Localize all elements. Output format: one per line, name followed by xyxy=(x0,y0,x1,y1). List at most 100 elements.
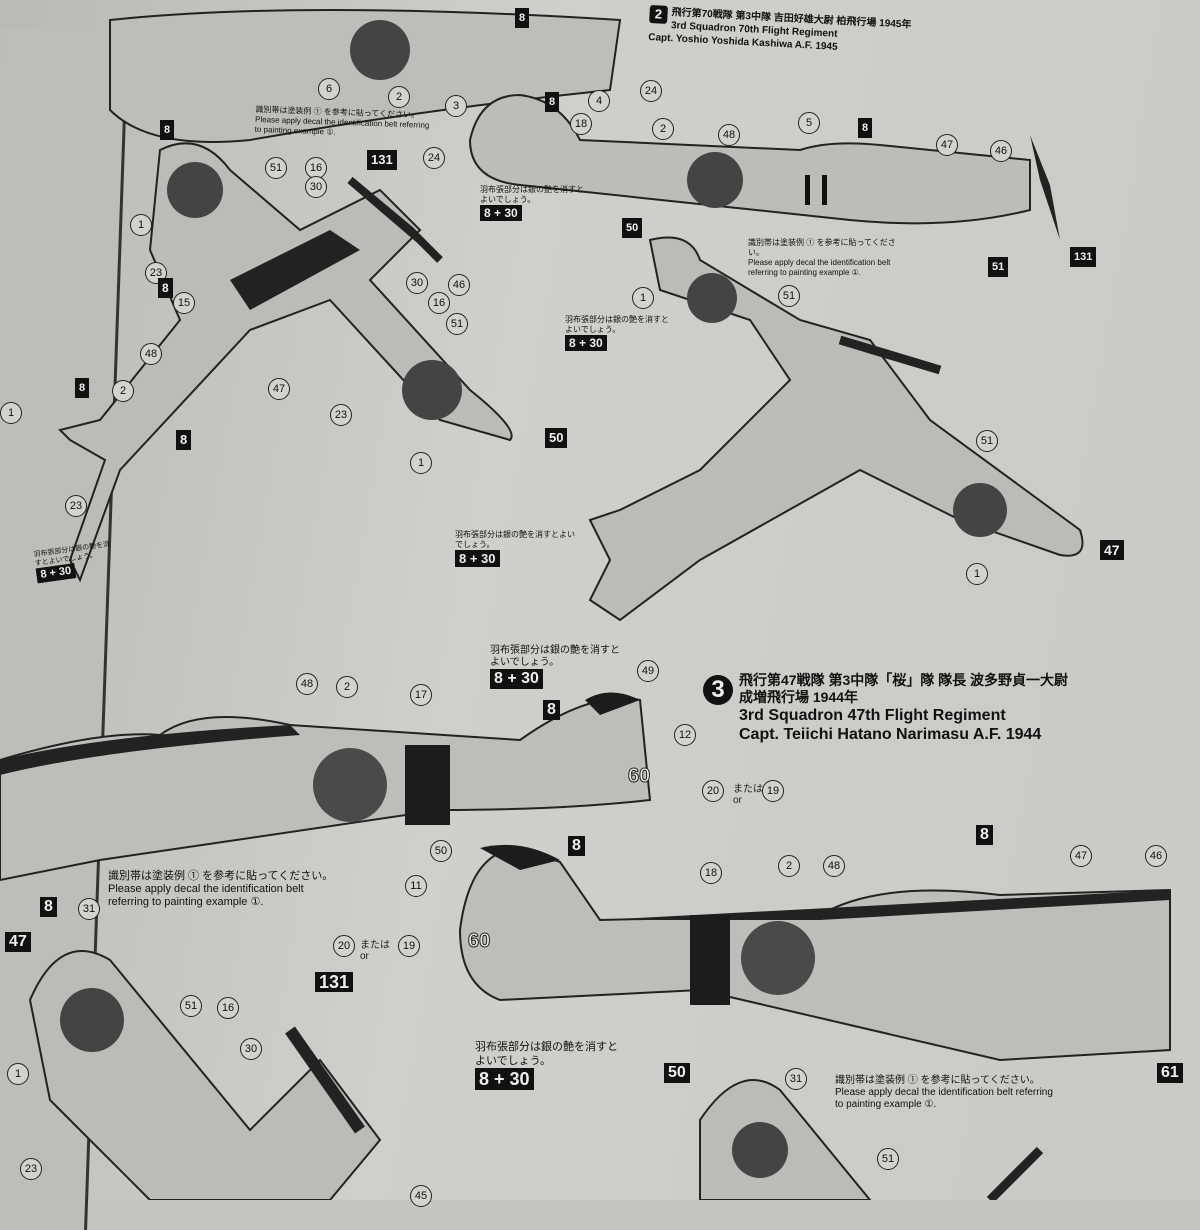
fabric-note-jp: 羽布張部分は銀の艶を消すとよいでしょう。 xyxy=(490,645,620,668)
or-en: or xyxy=(733,795,742,806)
decal-number: 47 xyxy=(5,932,31,952)
aircraft-drawings xyxy=(0,9,1171,1200)
scheme-subtitle-en: Capt. Teiichi Hatano Narimasu A.F. 1944 xyxy=(739,726,1042,743)
identification-belt xyxy=(405,745,450,825)
decal-number: 50 xyxy=(545,428,568,448)
hinomaru xyxy=(167,162,223,218)
part-callout: 49 xyxy=(637,660,659,682)
part-callout: 51 xyxy=(265,157,287,179)
part-callout: 51 xyxy=(180,995,202,1017)
decal-number: 8 xyxy=(545,92,560,112)
decal-number: 8 xyxy=(858,118,873,138)
part-callout: 20 xyxy=(702,780,724,802)
fabric-note-jp: 羽布張部分は銀の艶を消すとよいでしょう。 xyxy=(480,185,584,204)
propeller xyxy=(838,335,942,375)
decal-number: 8 xyxy=(160,120,175,140)
decal-number: 131 xyxy=(315,972,354,992)
belt-note-jp: 識別帯は塗装例 ① を参考に貼ってください。 xyxy=(835,1075,1040,1086)
part-callout: 2 xyxy=(336,676,358,698)
scheme-title-en: 3rd Squadron 47th Flight Regiment xyxy=(739,707,1006,724)
or-en: or xyxy=(360,951,369,962)
belt-note-en: Please apply decal the identification be… xyxy=(835,1087,1053,1110)
propeller xyxy=(285,1026,365,1134)
fabric-note-jp: 羽布張部分は銀の艶を消すとよいでしょう。 xyxy=(475,1041,618,1067)
part-callout: 23 xyxy=(20,1158,42,1180)
decal-number: 131 xyxy=(367,150,397,170)
part-callout: 11 xyxy=(405,875,427,897)
decal-number: 8 xyxy=(40,897,57,917)
decal-number: 8 xyxy=(75,378,90,398)
decal-number: 8 xyxy=(976,825,993,845)
belt-note-jp: 識別帯は塗装例 ① を参考に貼ってください。 xyxy=(748,238,896,257)
part-callout: 20 xyxy=(333,935,355,957)
part-callout: 12 xyxy=(674,724,696,746)
aircraft-underside-2 xyxy=(588,236,1084,622)
decal-number: 47 xyxy=(1100,540,1124,560)
part-callout: 30 xyxy=(240,1038,262,1060)
part-callout: 3 xyxy=(445,95,467,117)
part-callout: 48 xyxy=(718,124,740,146)
decal-number: 8 xyxy=(158,278,173,298)
part-callout: 1 xyxy=(7,1063,29,1085)
decal-numbers: 8 + 30 xyxy=(480,205,522,221)
part-callout: 51 xyxy=(976,430,998,452)
fabric-note-jp: 羽布張部分は銀の艶を消すとよいでしょう。 xyxy=(565,315,669,334)
part-callout: 19 xyxy=(398,935,420,957)
hinomaru xyxy=(402,360,462,420)
belt-note-en: Please apply decal the identification be… xyxy=(748,258,891,277)
decal-60: 60 xyxy=(627,765,651,787)
fabric-note: 羽布張部分は銀の艶を消すとよいでしょう。 8 + 30 xyxy=(455,530,575,567)
scheme-location-jp: 成増飛行場 1944年 xyxy=(739,689,859,705)
hinomaru xyxy=(687,152,743,208)
part-callout: 30 xyxy=(305,176,327,198)
part-callout: 18 xyxy=(700,862,722,884)
scheme-number: 2 xyxy=(649,5,668,24)
aircraft-topview-2 xyxy=(58,142,513,583)
decal-number: 8 xyxy=(543,700,560,720)
part-callout: 47 xyxy=(1070,845,1092,867)
belt-note: 識別帯は塗装例 ① を参考に貼ってください。 Please apply deca… xyxy=(748,238,908,278)
part-callout: 45 xyxy=(410,1185,432,1207)
part-callout: 1 xyxy=(410,452,432,474)
decal-number: 8 xyxy=(176,430,192,450)
part-callout: 48 xyxy=(296,673,318,695)
belt-note: 識別帯は塗装例 ① を参考に貼ってください。 Please apply deca… xyxy=(835,1075,1055,1111)
fabric-note: 羽布張部分は銀の艶を消すとよいでしょう。 8 + 30 xyxy=(490,645,620,689)
aircraft-side-3b xyxy=(458,846,1171,1062)
part-callout: 48 xyxy=(140,343,162,365)
identification-belt xyxy=(690,915,730,1005)
part-callout: 51 xyxy=(877,1148,899,1170)
part-callout: 2 xyxy=(778,855,800,877)
part-callout: 17 xyxy=(410,684,432,706)
part-callout: 30 xyxy=(406,272,428,294)
propeller xyxy=(347,176,443,263)
part-callout: 46 xyxy=(990,140,1012,162)
part-callout: 23 xyxy=(65,495,87,517)
belt-note-jp: 識別帯は塗装例 ① を参考に貼ってください。 xyxy=(108,870,334,882)
hinomaru xyxy=(953,483,1007,537)
part-callout: 16 xyxy=(305,157,327,179)
decal-numbers: 8 + 30 xyxy=(565,335,607,351)
decal-number: 51 xyxy=(988,257,1009,277)
fabric-note: 羽布張部分は銀の艶を消すとよいでしょう。 8 + 30 xyxy=(565,315,675,351)
hinomaru xyxy=(687,273,737,323)
part-callout: 24 xyxy=(640,80,662,102)
belt-note-en: Please apply decal the identification be… xyxy=(108,883,304,908)
hinomaru xyxy=(313,748,387,822)
propeller xyxy=(1030,135,1060,240)
or-jp: または xyxy=(733,784,763,795)
part-callout: 1 xyxy=(0,402,22,424)
hinomaru xyxy=(350,20,410,80)
part-callout: 2 xyxy=(652,118,674,140)
part-callout: 24 xyxy=(423,147,445,169)
decal-number: 8 xyxy=(568,836,585,856)
part-callout: 50 xyxy=(430,840,452,862)
part-callout: 47 xyxy=(936,134,958,156)
part-callout: 15 xyxy=(173,292,195,314)
decal-numbers: 8 + 30 xyxy=(475,1068,534,1090)
decal-number: 8 xyxy=(515,8,530,28)
part-callout: 6 xyxy=(318,78,340,100)
part-callout: 31 xyxy=(785,1068,807,1090)
